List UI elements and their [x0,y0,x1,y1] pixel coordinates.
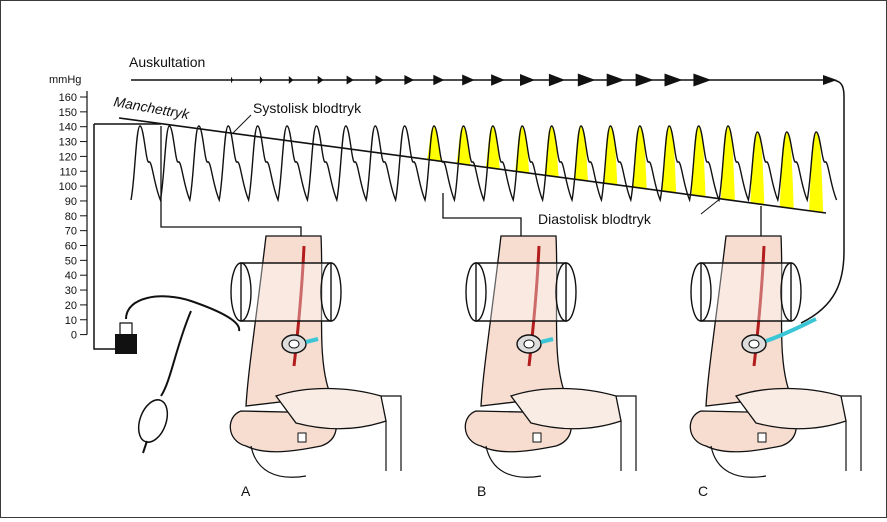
korotkoff-sound-mark [433,75,444,86]
diastolic-label: Diastolisk blodtryk [538,211,652,227]
korotkoff-sound-mark [462,75,474,86]
y-tick-label: 50 [65,255,77,267]
y-tick-label: 20 [65,300,77,312]
korotkoff-sound-mark [491,74,505,86]
arm-illustration [690,236,861,477]
manometer-tube [94,124,119,349]
pump-bulb [115,296,239,453]
y-tick-label: 30 [65,285,77,297]
arm-illustration [465,236,636,477]
korotkoff-sound-mark [318,76,324,85]
y-tick-label: 10 [65,315,77,327]
y-tick-label: 120 [59,151,77,163]
panel-label-c: C [698,483,708,499]
korotkoff-sound-mark [347,76,354,85]
korotkoff-sound-mark [549,74,565,87]
y-tick-label: 40 [65,270,77,282]
y-tick-label: 100 [59,181,77,193]
systolic-pointer [233,115,251,133]
stethoscope-diaphragm [289,340,299,348]
y-tick-label: 70 [65,226,77,238]
cuff [701,263,791,321]
arm-illustration [230,236,401,477]
stethoscope-diaphragm [749,340,759,348]
systolic-label: Systolisk blodtryk [253,100,362,116]
stethoscope-diaphragm [524,340,534,348]
korotkoff-sound-mark [607,74,625,87]
korotkoff-sound-mark [693,74,711,87]
diastolic-pointer [701,198,721,214]
arm-panels [230,236,861,477]
y-tick-label: 130 [59,137,77,149]
korotkoff-sound-mark [289,76,294,84]
examiner-sleeve [616,396,636,471]
y-tick-label: 90 [65,196,77,208]
y-tick-label: 110 [59,166,77,178]
y-tick-label: 140 [59,122,77,134]
korotkoff-sound-mark [578,74,596,87]
panel-label-b: B [477,483,486,499]
korotkoff-sound-mark [665,74,683,87]
axis-unit: mmHg [49,74,81,86]
y-tick-label: 160 [59,92,77,104]
examiner-sleeve [381,396,401,471]
korotkoff-sound-mark [260,76,263,84]
y-tick-label: 150 [59,107,77,119]
korotkoff-sound-mark [636,74,654,87]
wrist-mark [758,433,766,442]
examiner-sleeve [841,396,861,471]
cuff [476,263,566,321]
y-tick-label: 0 [71,330,77,342]
y-tick-label: 80 [65,211,77,223]
korotkoff-sound-mark [520,74,535,86]
panel-label-a: A [241,483,251,499]
korotkoff-sound-mark [231,77,233,84]
cuff [241,263,331,321]
y-tick-label: 60 [65,241,77,253]
korotkoff-sound-mark [376,75,385,85]
korotkoff-sound-mark [404,75,414,85]
wrist-mark [298,433,306,442]
wrist-mark [533,433,541,442]
auscultation-label: Auskultation [129,54,205,70]
